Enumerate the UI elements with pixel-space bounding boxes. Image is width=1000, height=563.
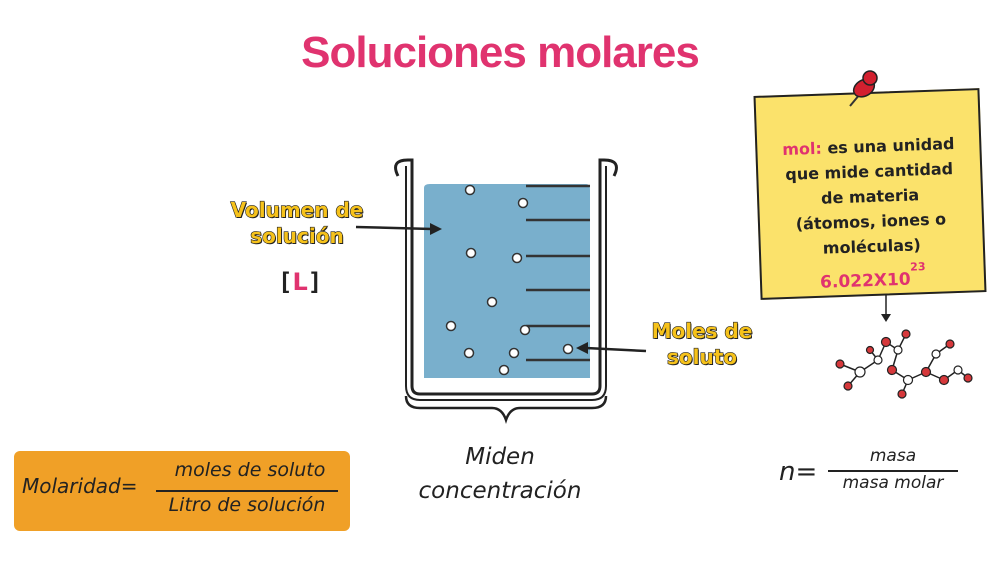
moles-formula-numerator: masa <box>869 446 917 466</box>
avogadro-number: 6.022X1023 <box>819 260 926 293</box>
solute-particles <box>445 184 574 376</box>
moles-formula-lhs: n= <box>779 457 818 487</box>
page-title: Soluciones molares <box>301 28 700 77</box>
moles-label: Moles de soluto <box>642 318 762 370</box>
concentration-caption: Miden concentración <box>418 444 582 504</box>
sticky-note: mol: es una unidad que mide cantidad de … <box>753 88 987 300</box>
brace <box>404 395 608 424</box>
moles-arrow <box>576 342 647 354</box>
graduation-marks <box>526 184 590 362</box>
unit-letter: L <box>292 268 308 296</box>
note-definition: mol: es una unidad que mide cantidad de … <box>781 134 955 258</box>
solution-liquid <box>424 184 590 378</box>
note-term: mol: <box>781 138 823 160</box>
moles-formula-denominator: masa molar <box>842 473 944 493</box>
molecule-icon <box>835 329 973 399</box>
molarity-denominator: Litro de solución <box>168 494 326 516</box>
note-arrow <box>881 294 891 322</box>
moles-label-line2: soluto <box>666 344 738 369</box>
beaker-diagram <box>394 158 618 424</box>
volume-label: Volumen de solución <box>222 197 372 249</box>
pushpin-icon <box>849 70 878 107</box>
volume-label-line1: Volumen de <box>230 197 364 222</box>
unit-liters: [L] <box>278 268 323 296</box>
molarity-label: Molaridad= <box>22 474 138 498</box>
moles-formula-bar <box>828 470 958 472</box>
molarity-fraction-bar <box>156 490 338 492</box>
beaker-glass <box>394 158 618 396</box>
molarity-numerator: moles de soluto <box>174 459 326 481</box>
volume-label-line2: solución <box>250 223 345 248</box>
moles-label-line1: Moles de <box>651 318 753 343</box>
volume-arrow <box>355 223 442 235</box>
